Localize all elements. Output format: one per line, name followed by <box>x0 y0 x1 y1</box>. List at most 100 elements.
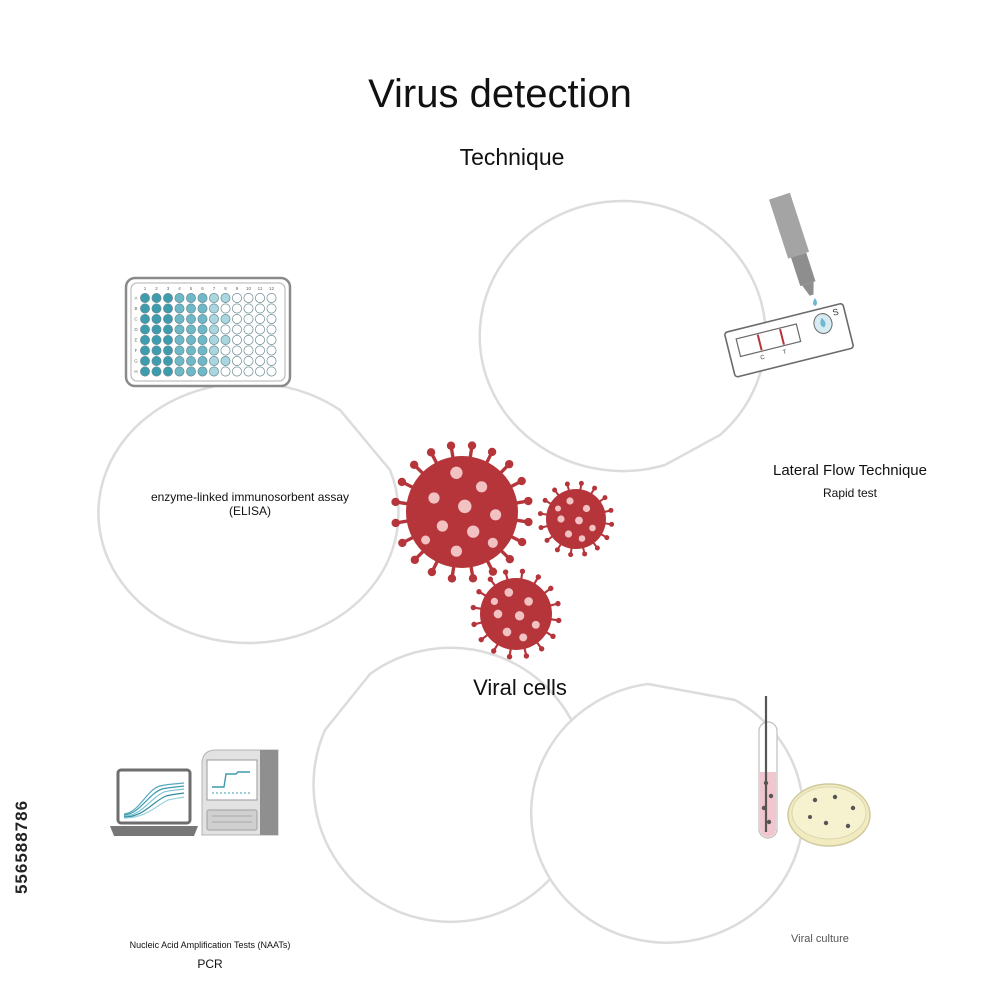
plate-well <box>151 324 162 335</box>
plate-well <box>232 324 242 335</box>
plate-well <box>255 356 265 366</box>
plate-well <box>186 324 196 335</box>
plate-well <box>174 314 185 324</box>
plate-well <box>220 303 231 314</box>
plate-well <box>151 345 162 356</box>
plate-row-label: G <box>134 359 138 364</box>
plate-row-label: B <box>134 306 137 311</box>
plate-well <box>174 345 185 356</box>
plate-well <box>151 366 162 377</box>
rapid-test-icon: C T S <box>724 192 854 378</box>
plate-row-label: A <box>134 296 137 301</box>
plate-well <box>186 293 196 303</box>
plate-well <box>163 366 173 377</box>
plate-well <box>255 366 265 377</box>
plate-col-label: 5 <box>190 286 193 291</box>
plate-well <box>232 303 242 314</box>
plate-well <box>163 324 173 335</box>
plate-well <box>140 293 150 303</box>
page-title: Virus detection <box>368 72 632 116</box>
plate-well <box>163 345 173 356</box>
viral-cells-label: Viral cells <box>473 675 567 700</box>
plate-col-label: 6 <box>201 286 204 291</box>
lateral-flow-bubble <box>478 199 767 473</box>
plate-well <box>243 356 254 366</box>
elisa-bubble <box>97 381 400 645</box>
plate-well <box>174 293 185 303</box>
virus-small-right <box>537 480 615 558</box>
plate-well <box>266 324 277 335</box>
plate-well <box>197 356 208 366</box>
plate-col-label: 11 <box>258 286 263 291</box>
plate-col-label: 7 <box>213 286 216 291</box>
rapid-test-label: Rapid test <box>822 486 878 500</box>
plate-well <box>255 324 265 335</box>
plate-well <box>266 345 277 356</box>
viral-culture-label: Viral culture <box>791 933 849 945</box>
plate-well <box>220 345 231 356</box>
plate-well <box>197 335 208 345</box>
plate-row-label: H <box>134 369 137 374</box>
plate-well <box>209 293 219 303</box>
pcr-label: PCR <box>197 957 223 971</box>
plate-col-label: 12 <box>269 286 275 291</box>
plate-well <box>232 293 242 303</box>
stock-id-label: 556588786 <box>12 799 31 895</box>
plate-well <box>255 335 265 345</box>
plate-well <box>197 314 208 324</box>
plate-well <box>243 335 254 345</box>
plate-well <box>151 303 162 314</box>
plate-well <box>266 366 277 377</box>
plate-well <box>255 293 265 303</box>
plate-well <box>186 335 196 345</box>
plate-well <box>243 303 254 314</box>
plate-well <box>266 356 277 366</box>
plate-well <box>243 293 254 303</box>
plate-well <box>209 314 219 324</box>
plate-well <box>220 335 231 345</box>
plate-well <box>163 303 173 314</box>
plate-well <box>186 303 196 314</box>
plate-well <box>140 335 150 345</box>
plate-well <box>197 303 208 314</box>
plate-well <box>197 345 208 356</box>
plate-well <box>220 324 231 335</box>
plate-well <box>266 303 277 314</box>
plate-well <box>255 345 265 356</box>
elisa-label: enzyme-linked immunosorbent assay <box>150 490 350 504</box>
test-tube-icon <box>758 696 778 839</box>
lateral-flow-label: Lateral Flow Technique <box>773 462 927 479</box>
plate-well <box>266 335 277 345</box>
svg-text:C: C <box>760 355 766 362</box>
plate-well <box>255 314 265 324</box>
plate-well <box>209 303 219 314</box>
plate-row-label: D <box>134 327 138 332</box>
plate-well <box>266 314 277 324</box>
plate-well <box>151 356 162 366</box>
plate-well <box>174 356 185 366</box>
plate-well <box>220 366 231 377</box>
petri-dish-icon <box>787 783 871 847</box>
plate-well <box>197 293 208 303</box>
plate-well <box>163 293 173 303</box>
plate-well <box>232 366 242 377</box>
plate-col-label: 3 <box>167 286 170 291</box>
plate-well <box>174 335 185 345</box>
plate-well <box>232 335 242 345</box>
plate-well <box>163 356 173 366</box>
plate-well <box>140 324 150 335</box>
plate-well <box>151 335 162 345</box>
elisa-abbrev-label: (ELISA) <box>228 504 271 518</box>
plate-well <box>174 303 185 314</box>
plate-row-label: C <box>134 317 138 322</box>
plate-well <box>243 345 254 356</box>
plate-well <box>174 366 185 377</box>
svg-text:T: T <box>782 349 787 356</box>
plate-col-label: 1 <box>144 286 147 291</box>
plate-well <box>140 356 150 366</box>
plate-well <box>174 324 185 335</box>
plate-well <box>209 366 219 377</box>
test-cassette-icon: C T S <box>724 303 854 378</box>
plate-well <box>209 335 219 345</box>
